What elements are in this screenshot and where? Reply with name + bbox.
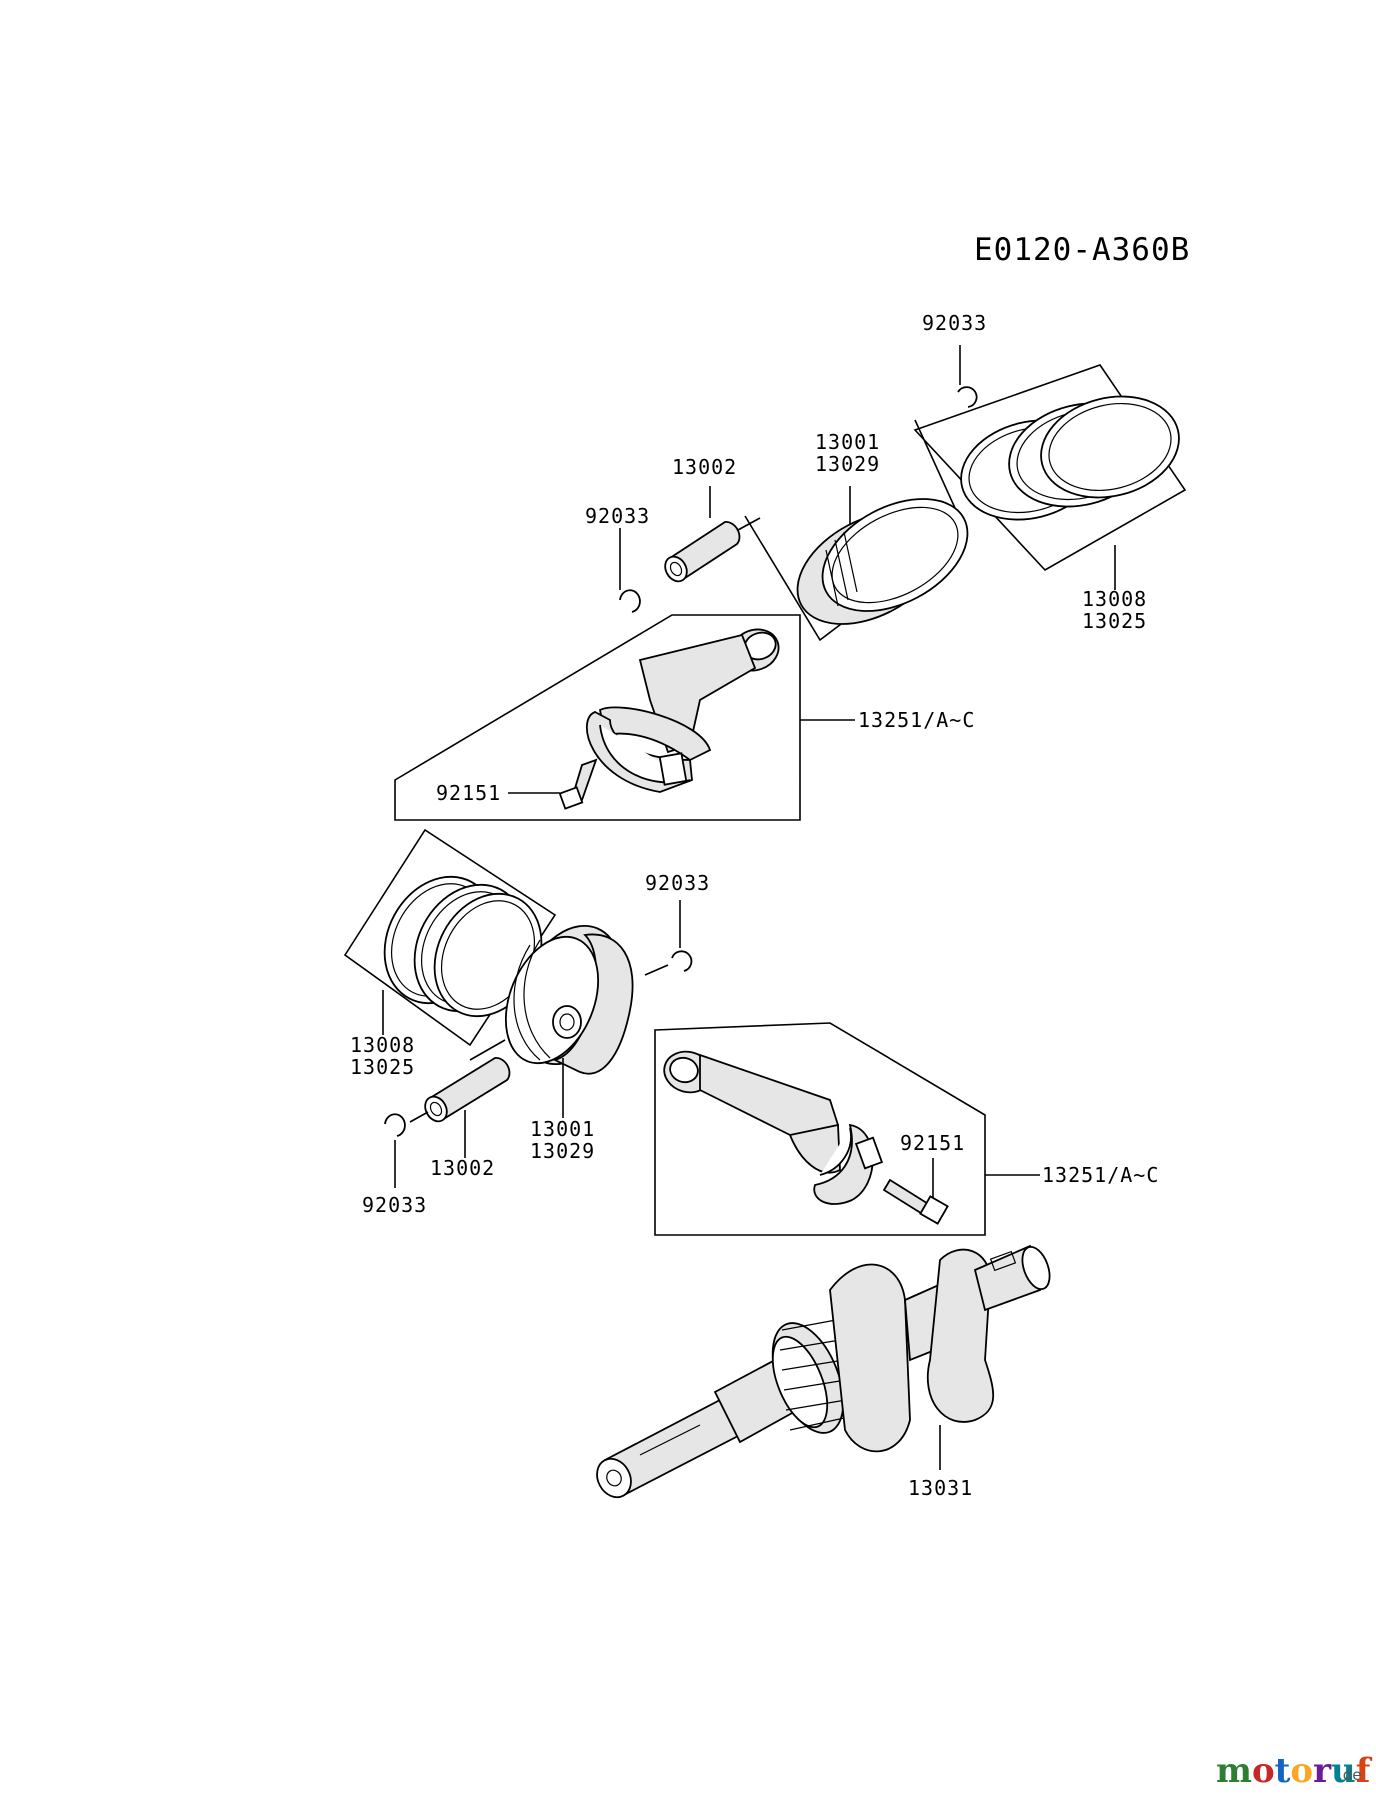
piston-lower	[469, 924, 669, 1075]
label-13001-upper: 13001	[815, 430, 880, 454]
connecting-rod-upper	[394, 614, 801, 821]
connecting-rod-lower	[654, 1022, 986, 1236]
label-13029-lower: 13029	[530, 1139, 595, 1163]
label-92033-top-right: 92033	[922, 311, 987, 335]
label-92033-lower-left: 92033	[362, 1193, 427, 1217]
diagram-code: E0120-A360B	[974, 232, 1190, 268]
watermark-letter: m	[1216, 1751, 1252, 1791]
circlip-upper-right	[957, 386, 978, 408]
label-92033-upper-left: 92033	[585, 504, 650, 528]
watermark-tld: .de	[1338, 1766, 1362, 1784]
label-13002-upper: 13002	[672, 455, 737, 479]
label-13008-lower: 13008	[350, 1033, 415, 1057]
circlip-upper-left	[619, 589, 641, 613]
watermark-text: motoruf	[1216, 1751, 1373, 1791]
watermark-letter: o	[1290, 1751, 1313, 1791]
label-13029-upper: 13029	[815, 452, 880, 476]
circlip-lower-left	[384, 1113, 406, 1137]
watermark-letter: u	[1331, 1751, 1356, 1791]
piston-pin-upper	[664, 517, 761, 583]
label-13251-upper: 13251/A~C	[858, 708, 975, 732]
watermark-letter: r	[1313, 1751, 1332, 1791]
watermark-logo: motoruf .de	[1216, 1751, 1373, 1791]
watermark-letter: f	[1356, 1751, 1373, 1791]
label-13008-upper: 13008	[1082, 587, 1147, 611]
crankshaft	[596, 1244, 1051, 1499]
label-92151-lower: 92151	[900, 1131, 965, 1155]
piston-ring-set-upper	[913, 364, 1187, 572]
label-92033-lower-right: 92033	[645, 871, 710, 895]
circlip-lower-right	[671, 950, 693, 972]
watermark-letter: o	[1252, 1751, 1275, 1791]
label-13025-upper: 13025	[1082, 609, 1147, 633]
label-13025-lower: 13025	[350, 1055, 415, 1079]
piston-upper	[744, 419, 969, 642]
watermark-letter: t	[1275, 1751, 1291, 1791]
label-92151-upper: 92151	[436, 781, 501, 805]
label-13031: 13031	[908, 1476, 973, 1500]
piston-pin-lower	[409, 1057, 511, 1123]
label-13002-lower: 13002	[430, 1156, 495, 1180]
label-13001-lower: 13001	[530, 1117, 595, 1141]
label-13251-lower: 13251/A~C	[1042, 1163, 1159, 1187]
